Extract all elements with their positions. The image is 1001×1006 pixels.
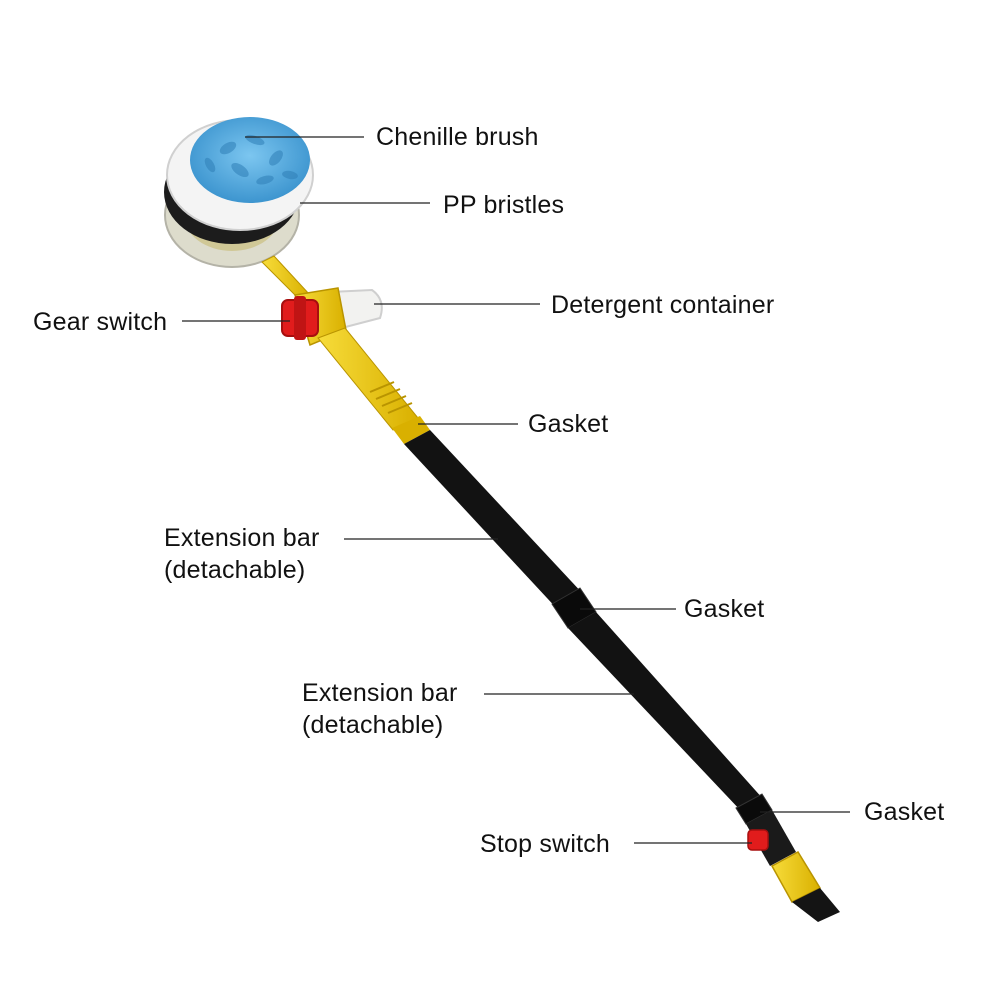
- leader-lines: [182, 136, 850, 844]
- callout-extension-bar-2: Extension bar (detachable): [302, 677, 457, 741]
- callout-gear-switch: Gear switch: [33, 308, 168, 336]
- callout-pp-bristles: PP bristles: [443, 191, 565, 219]
- callout-gasket-3: Gasket: [864, 798, 945, 826]
- callout-extension-bar-2-line2: (detachable): [302, 711, 444, 739]
- callout-extension-bar-1-line2: (detachable): [164, 556, 306, 584]
- callout-chenille-brush: Chenille brush: [376, 123, 539, 151]
- callout-gasket-1: Gasket: [528, 410, 609, 438]
- callout-gasket-2: Gasket: [684, 595, 765, 623]
- gear-switch-knob: [281, 296, 319, 340]
- stop-switch-knob: [747, 829, 769, 851]
- brush-head: [164, 117, 314, 268]
- callout-extension-bar-1: Extension bar (detachable): [164, 522, 319, 586]
- callout-extension-bar-1-line1: Extension bar: [164, 524, 320, 552]
- callout-extension-bar-2-line1: Extension bar: [302, 679, 458, 707]
- callout-detergent-container: Detergent container: [551, 291, 775, 319]
- callout-stop-switch: Stop switch: [480, 830, 611, 858]
